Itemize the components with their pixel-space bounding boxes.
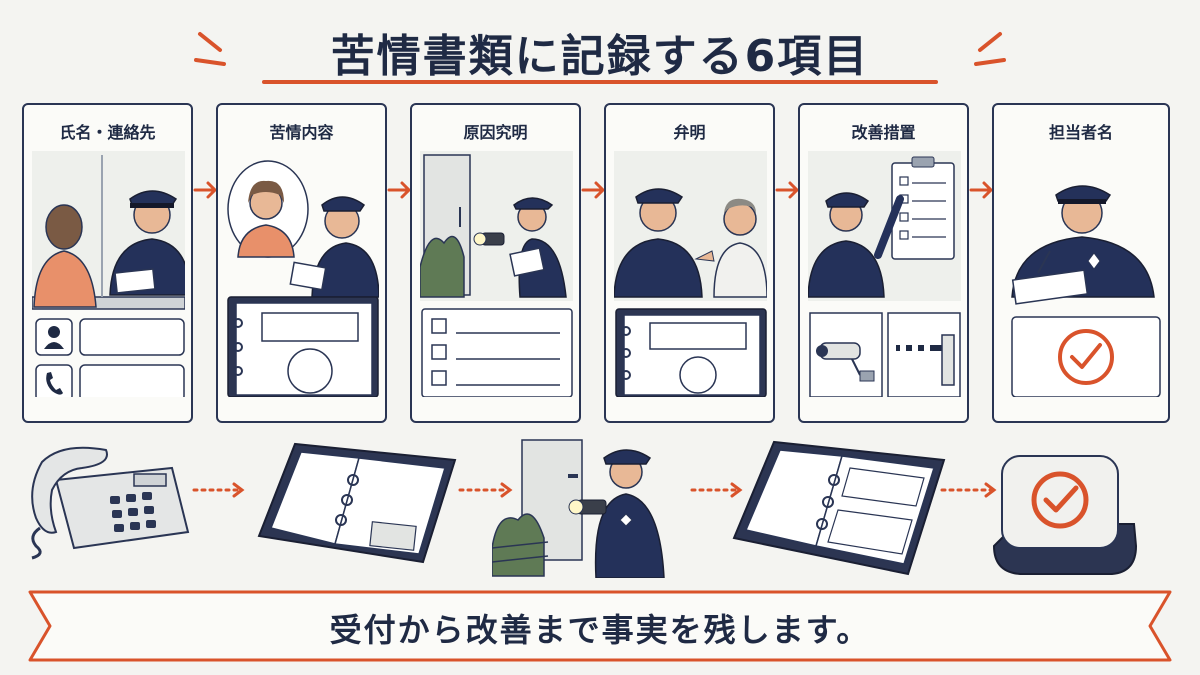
open-binder-icon: [257, 442, 457, 564]
interview-illustration: [227, 160, 379, 397]
right-accent-strokes-icon: [974, 32, 1006, 66]
dotted-arrow-icon: [458, 482, 513, 498]
dotted-arrow-icon: [940, 482, 997, 498]
arrow-right-icon: [969, 181, 994, 199]
explanation-illustration: [614, 151, 767, 397]
page-title: 苦情書類に記録する6項目: [330, 31, 870, 82]
telephone-icon: [31, 446, 190, 560]
reception-counter-illustration: [32, 151, 185, 397]
step-card-person-in-charge: 担当者名: [992, 103, 1170, 423]
step-card-cause-investigation: 原因究明: [410, 103, 581, 423]
officer-flashlight-icon: [492, 439, 665, 578]
step-label: 担当者名: [1048, 123, 1113, 142]
step-label: 弁明: [673, 123, 706, 142]
open-notebook-icon: [732, 440, 946, 576]
step-card-name-contact: 氏名・連絡先: [22, 103, 193, 423]
improvement-illustration: [808, 151, 961, 397]
check-stamp-icon: [992, 455, 1138, 575]
step-label: 改善措置: [851, 123, 916, 142]
left-accent-strokes-icon: [194, 32, 226, 66]
step-label: 苦情内容: [269, 123, 334, 142]
investigation-illustration: [420, 151, 573, 397]
title-area: 苦情書類に記録する6項目: [0, 0, 1200, 92]
step-label: 氏名・連絡先: [59, 123, 156, 142]
arrow-right-icon: [581, 181, 606, 199]
step-card-explanation: 弁明: [604, 103, 775, 423]
arrow-right-icon: [775, 181, 800, 199]
title-underline: [262, 80, 938, 84]
officer-signing-illustration: [1011, 185, 1161, 397]
step-card-improvement: 改善措置: [798, 103, 969, 423]
step-card-complaint-content: 苦情内容: [216, 103, 387, 423]
dotted-arrow-icon: [192, 482, 245, 498]
step-label: 原因究明: [463, 123, 528, 142]
dotted-arrow-icon: [690, 482, 743, 498]
banner-text: 受付から改善まで事実を残します。: [329, 611, 871, 649]
arrow-right-icon: [387, 181, 412, 199]
arrow-right-icon: [193, 181, 218, 199]
summary-banner: [28, 590, 1172, 662]
